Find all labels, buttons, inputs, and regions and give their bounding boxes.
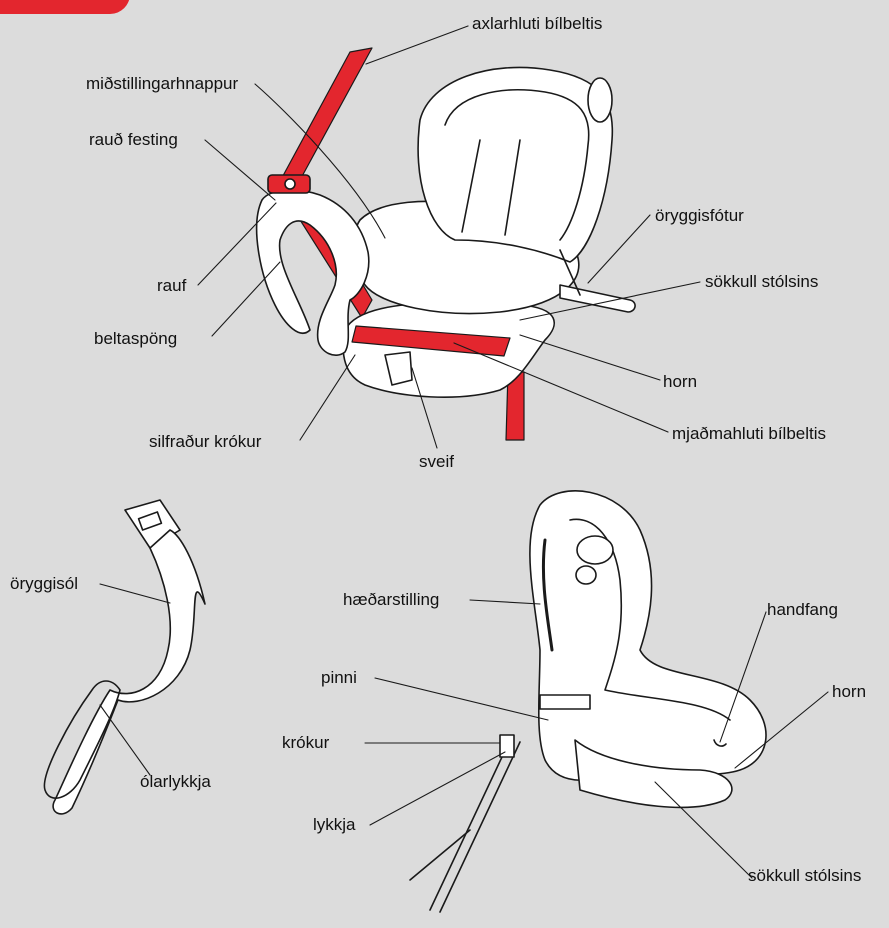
label-hook: krókur — [282, 733, 329, 753]
label-seat-base-bottom: sökkull stólsins — [748, 866, 861, 886]
safety-strap-drawing — [44, 500, 205, 814]
label-safety-strap: öryggisól — [10, 574, 78, 594]
label-shoulder-belt: axlarhluti bílbeltis — [472, 14, 602, 34]
label-height-adjust: hæðarstilling — [343, 590, 439, 610]
label-handle: handfang — [767, 600, 838, 620]
label-center-adjust-button: miðstillingarhnappur — [86, 74, 238, 94]
leader-ratchet-loop — [100, 705, 150, 775]
label-crank: sveif — [419, 452, 454, 472]
label-slot: rauf — [157, 276, 186, 296]
top-car-seat-drawing — [257, 48, 635, 440]
strap-ratchet — [540, 695, 590, 709]
leader-shoulder-belt — [366, 26, 468, 64]
label-horn-top: horn — [663, 372, 697, 392]
leader-silver-hook — [300, 355, 355, 440]
clip-button — [285, 179, 295, 189]
safety-leg-rod-a — [430, 740, 510, 910]
headrest-knob-2 — [576, 566, 596, 584]
label-ratchet-loop: ólarlykkja — [140, 772, 211, 792]
side-seat-shell — [530, 491, 766, 780]
label-belt-tensioner: beltaspöng — [94, 329, 177, 349]
headrest-knob — [577, 536, 613, 564]
leader-safety-strap — [100, 584, 170, 603]
label-loop: lykkja — [313, 815, 356, 835]
side-seat-drawing — [410, 491, 766, 912]
safety-leg-rod-b — [440, 742, 520, 912]
label-silver-hook: silfraður krókur — [149, 432, 261, 452]
label-pin: pinni — [321, 668, 357, 688]
leader-loop — [370, 752, 505, 825]
label-safety-foot: öryggisfótur — [655, 206, 744, 226]
leader-tensioner — [212, 262, 280, 336]
safety-leg-foot — [410, 830, 470, 880]
label-horn-bottom: horn — [832, 682, 866, 702]
label-seat-base-top: sökkull stólsins — [705, 272, 818, 292]
leader-pin — [375, 678, 548, 720]
headrest — [588, 78, 612, 122]
seat-backrest — [418, 67, 612, 262]
leader-height-adjust — [470, 600, 540, 604]
leader-safety-foot — [588, 215, 650, 283]
label-lap-belt: mjaðmahluti bílbeltis — [672, 424, 826, 444]
label-red-clip: rauð festing — [89, 130, 178, 150]
leader-horn-top — [520, 335, 660, 380]
leader-red-clip — [205, 140, 275, 200]
